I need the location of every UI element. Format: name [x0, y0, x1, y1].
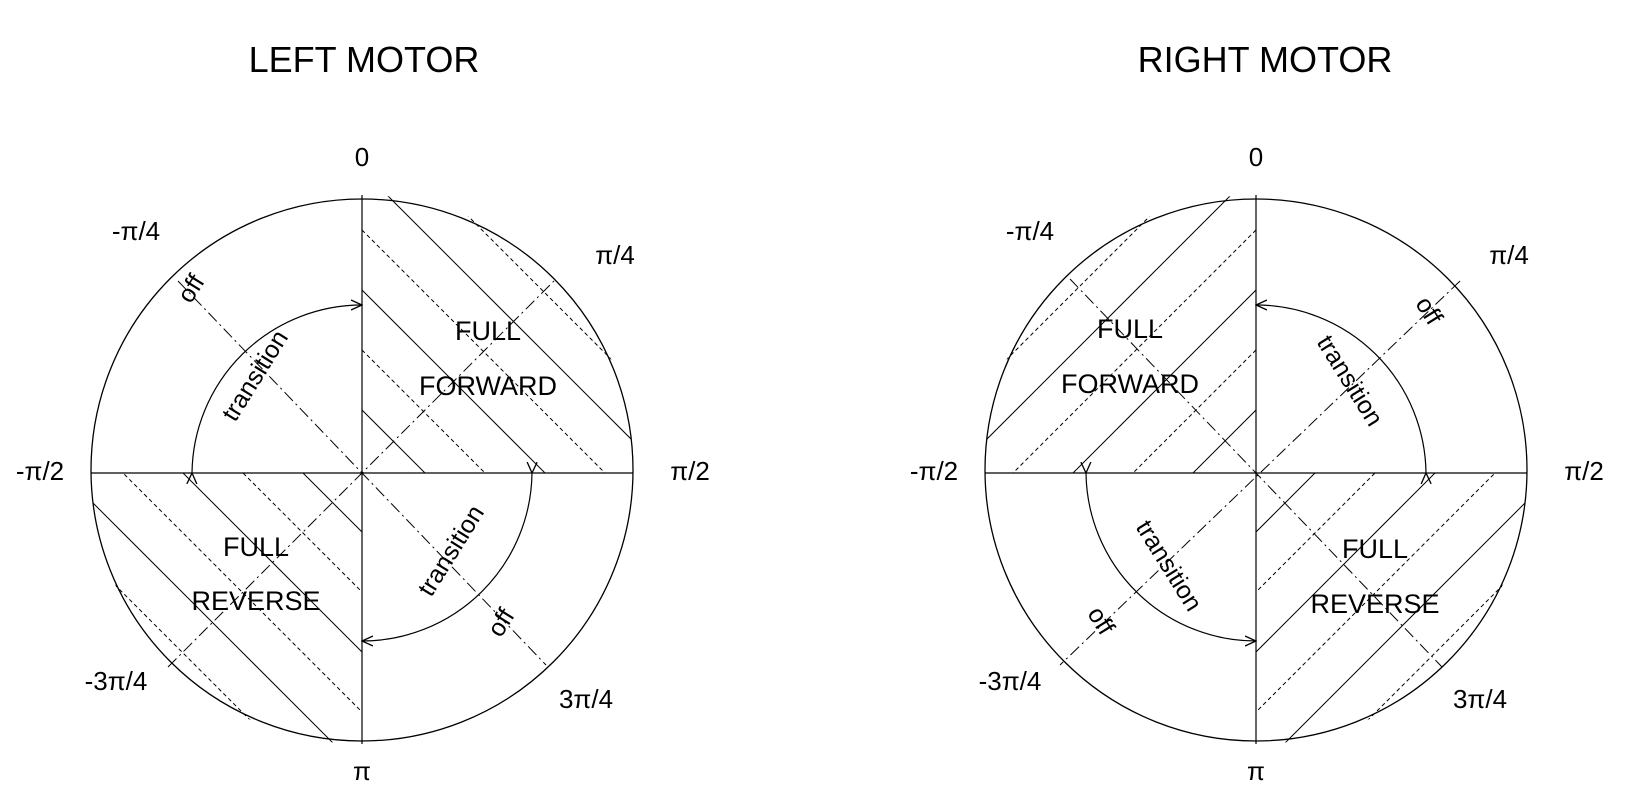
- left-motor-title: LEFT MOTOR: [249, 39, 480, 80]
- transition-arc-upper: [1256, 305, 1426, 473]
- angle-label-pi-4: π/4: [595, 240, 635, 270]
- transition-arc-lower: [362, 473, 532, 641]
- phase-circle: [984, 198, 1528, 742]
- off-label-lower: off: [482, 604, 520, 642]
- transition-label-upper: transition: [216, 325, 294, 426]
- angle-label-neg-3pi-4: -3π/4: [979, 666, 1042, 696]
- forward-label-line2: FORWARD: [1061, 369, 1199, 399]
- reverse-label-line2: REVERSE: [1310, 589, 1439, 619]
- transition-arc-lower: [1086, 473, 1256, 641]
- angle-label-pi: π: [353, 756, 371, 786]
- angle-label-pi-2: π/2: [1564, 456, 1604, 486]
- angle-label-neg-pi-4: -π/4: [112, 216, 160, 246]
- angle-label-3pi-4: 3π/4: [559, 684, 613, 714]
- angle-label-neg-pi-2: -π/2: [910, 456, 958, 486]
- reverse-hatch: [1256, 473, 1527, 744]
- transition-label-upper: transition: [1311, 330, 1389, 431]
- angle-label-neg-pi-2: -π/2: [16, 456, 64, 486]
- forward-label-line1: FULL: [455, 316, 521, 346]
- reverse-label-line2: REVERSE: [191, 586, 320, 616]
- right-motor-title: RIGHT MOTOR: [1138, 39, 1393, 80]
- reverse-label-line1: FULL: [223, 532, 289, 562]
- reverse-label-line1: FULL: [1342, 534, 1408, 564]
- angle-label-0: 0: [1249, 142, 1263, 172]
- reverse-hatch: [91, 473, 362, 744]
- angle-label-neg-pi-4: -π/4: [1006, 216, 1054, 246]
- off-label-lower: off: [1082, 602, 1120, 640]
- angle-label-pi: π: [1247, 756, 1265, 786]
- off-label-upper: off: [172, 270, 210, 308]
- right-motor-diagram: RIGHT MOTOR 0: [910, 39, 1604, 786]
- phase-circle: [90, 198, 634, 742]
- transition-label-lower: transition: [412, 500, 490, 601]
- forward-label-line1: FULL: [1097, 314, 1163, 344]
- forward-label-line2: FORWARD: [419, 371, 557, 401]
- transition-label-lower: transition: [1130, 515, 1208, 616]
- angle-label-pi-4: π/4: [1489, 240, 1529, 270]
- angle-label-pi-2: π/2: [670, 456, 710, 486]
- angle-label-0: 0: [355, 142, 369, 172]
- angle-label-neg-3pi-4: -3π/4: [85, 666, 148, 696]
- transition-arc-upper: [192, 305, 362, 473]
- angle-label-3pi-4: 3π/4: [1453, 684, 1507, 714]
- left-motor-diagram: LEFT MOTOR 0: [16, 39, 710, 786]
